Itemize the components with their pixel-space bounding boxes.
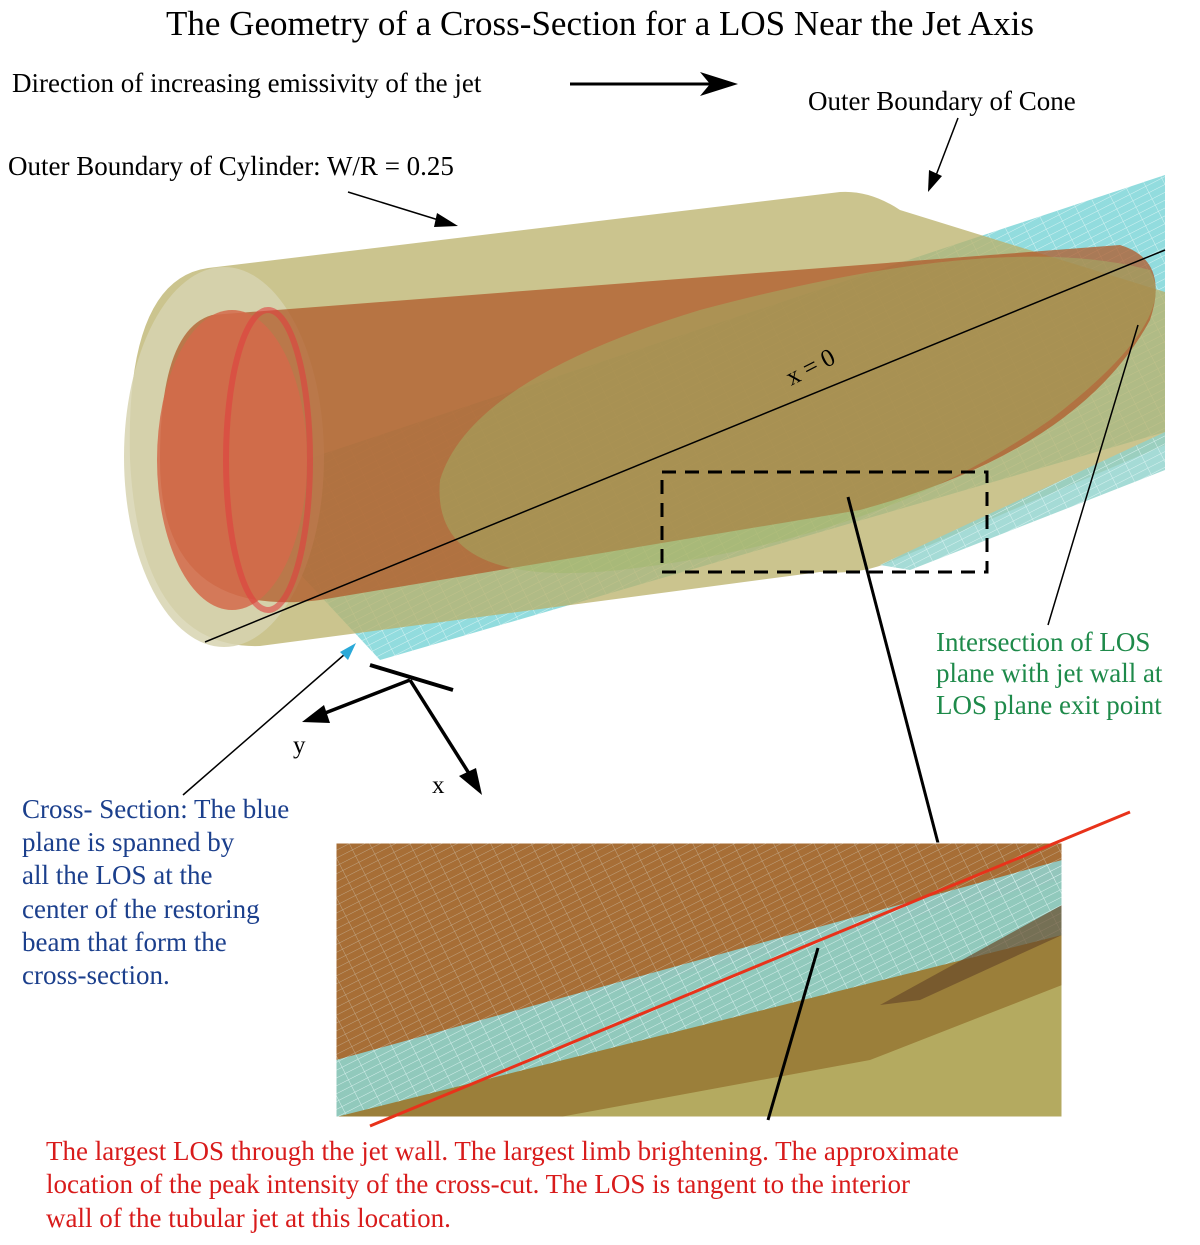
- caption-line: wall of the tubular jet at this location…: [46, 1202, 451, 1233]
- caption-line: location of the peak intensity of the cr…: [46, 1169, 911, 1200]
- direction-arrow-icon: [700, 72, 738, 96]
- cross-section-note-line: center of the restoring: [22, 893, 260, 924]
- x-axis-label: x: [432, 772, 445, 799]
- cross-section-note: Cross- Section: The blue plane is spanne…: [22, 793, 289, 992]
- outer-cone-label: Outer Boundary of Cone: [808, 86, 1076, 116]
- tangent-pointer-line: [766, 947, 820, 1121]
- cone-rim: [223, 307, 313, 613]
- zoom-region-box: [660, 470, 989, 574]
- intersection-note-line: plane with jet wall at: [936, 658, 1163, 689]
- intersection-note: Intersection of LOS plane with jet wall …: [936, 627, 1162, 721]
- cross-section-note-line: Cross- Section: The blue: [22, 794, 290, 824]
- intersection-ellipse: [439, 256, 1156, 574]
- x-axis-arrow-icon: [459, 768, 482, 795]
- cross-section-note-line: cross-section.: [22, 960, 170, 991]
- inset-dark-wedge: [880, 905, 1062, 1005]
- outer-cylinder-label: Outer Boundary of Cylinder: W/R = 0.25: [8, 151, 454, 181]
- intersection-pointer-line: [1047, 324, 1139, 626]
- y-axis-label: y: [293, 732, 306, 759]
- inset-cylinder-surface: [560, 985, 1062, 1117]
- page-title: The Geometry of a Cross-Section for a LO…: [166, 4, 1034, 43]
- jet-axis-line: [204, 249, 1166, 643]
- caption: The largest LOS through the jet wall. Th…: [46, 1135, 959, 1235]
- intersection-note-line: Intersection of LOS: [936, 627, 1151, 657]
- cross-section-edge-line: [369, 663, 454, 692]
- intersection-note-line: LOS plane exit point: [936, 689, 1162, 720]
- outer-cone: [160, 245, 1156, 603]
- cross-section-pointer-arrow-icon: [340, 643, 356, 660]
- los-tangent-line: [369, 810, 1131, 1128]
- cone-end-cap: [157, 310, 307, 610]
- cone-pointer-arrow-icon: [928, 170, 942, 192]
- jet-main-view: [124, 175, 1166, 660]
- zoom-connector-line: [846, 496, 940, 844]
- cross-section-note-line: plane is spanned by: [22, 827, 235, 858]
- cylinder-pointer-arrow-icon: [434, 213, 458, 227]
- cross-section-note-line: beam that form the: [22, 926, 227, 957]
- direction-label: Direction of increasing emissivity of th…: [12, 68, 482, 98]
- plane-lower-strip-grid: [880, 432, 1165, 570]
- cross-section-note-line: all the LOS at the: [22, 860, 213, 891]
- y-axis-arrow-icon: [302, 705, 330, 723]
- caption-line: The largest LOS through the jet wall. Th…: [46, 1136, 959, 1166]
